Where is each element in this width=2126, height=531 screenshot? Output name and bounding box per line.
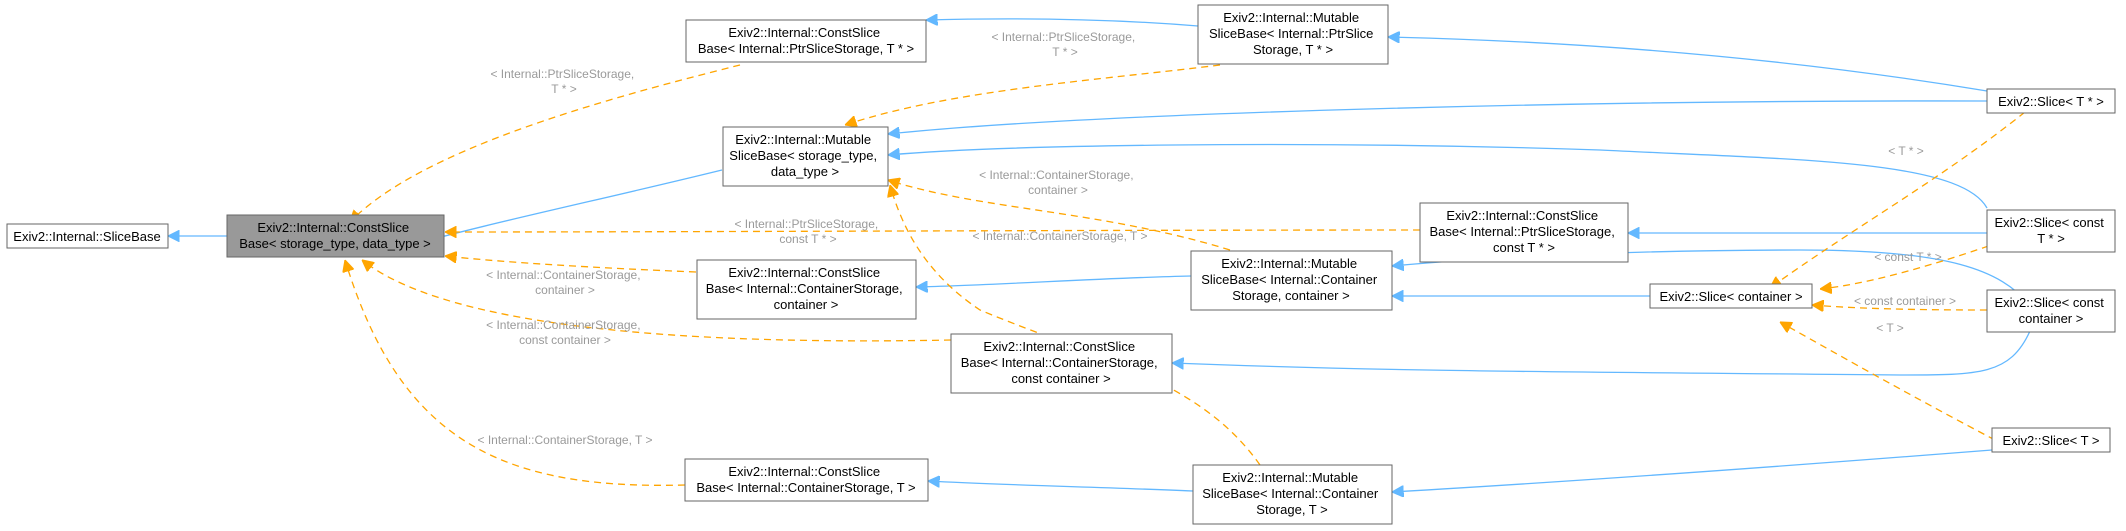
edge-label-ptr-t-to-generic: < Internal::PtrSliceStorage, T * > xyxy=(490,67,637,96)
edge-constslicebase-ptr-t-to-generic xyxy=(350,64,741,222)
edge-label-const-container-to-generic: < Internal::ContainerStorage, const cont… xyxy=(486,318,644,347)
node-slice-t-ptr[interactable]: Exiv2::Slice< T * > xyxy=(1986,88,2116,114)
edge-label-container-t-to-generic: < Internal::ContainerStorage, T > xyxy=(477,433,652,447)
edge-slice-t-ptr-to-mutable-ptr-t xyxy=(1388,37,1988,92)
node-slice-t-label: Exiv2::Slice< T > xyxy=(2002,433,2099,448)
edge-slice-t-to-mutable-container-t xyxy=(1392,449,1993,492)
node-constslicebase-ptr-t-label: Exiv2::Internal::ConstSlice Base< Intern… xyxy=(698,25,914,56)
edge-label-ptr-const-t: < Internal::PtrSliceStorage, const T * > xyxy=(734,217,881,246)
edge-slice-const-container-to-constslicebase-const-container xyxy=(1172,330,2031,376)
edge-label-container-t-to-mutable: < Internal::ContainerStorage, T > xyxy=(972,229,1147,243)
edge-mutable-generic-to-constslicebase-generic xyxy=(397,169,723,249)
edge-mutable-container-to-mutable-generic xyxy=(888,180,1231,251)
node-constslicebase-generic[interactable]: Exiv2::Internal::ConstSlice Base< storag… xyxy=(226,214,445,258)
node-constslicebase-container[interactable]: Exiv2::Internal::ConstSlice Base< Intern… xyxy=(696,259,917,320)
node-constslicebase-container-t[interactable]: Exiv2::Internal::ConstSlice Base< Intern… xyxy=(684,458,929,502)
edge-label-slice-t: < T > xyxy=(1876,321,1904,335)
node-constslicebase-generic-label: Exiv2::Internal::ConstSlice Base< storag… xyxy=(239,220,431,251)
node-mutableslicebase-ptr-t-label: Exiv2::Internal::Mutable SliceBase< Inte… xyxy=(1209,10,1377,57)
edge-label-container-to-generic: < Internal::ContainerStorage, container … xyxy=(486,268,644,297)
node-slice-const-t-ptr[interactable]: Exiv2::Slice< const T * > xyxy=(1986,209,2116,253)
node-constslicebase-const-container[interactable]: Exiv2::Internal::ConstSlice Base< Intern… xyxy=(950,333,1173,394)
node-slice-container-label: Exiv2::Slice< container > xyxy=(1659,289,1802,304)
node-mutableslicebase-generic[interactable]: Exiv2::Internal::Mutable SliceBase< stor… xyxy=(722,126,889,187)
edge-constslicebase-container-to-generic xyxy=(445,256,697,273)
node-constslicebase-container-label: Exiv2::Internal::ConstSlice Base< Intern… xyxy=(706,265,907,312)
edge-slice-t-to-slice-container xyxy=(1780,322,1996,441)
edge-slice-t-ptr-to-mutable-generic xyxy=(888,100,1988,134)
node-slice-container[interactable]: Exiv2::Slice< container > xyxy=(1649,283,1813,309)
node-mutableslicebase-generic-label: Exiv2::Internal::Mutable SliceBase< stor… xyxy=(729,132,880,179)
node-constslicebase-container-t-label: Exiv2::Internal::ConstSlice Base< Intern… xyxy=(696,464,915,495)
node-constslicebase-ptr-t[interactable]: Exiv2::Internal::ConstSlice Base< Intern… xyxy=(685,19,927,63)
node-constslicebase-ptr-const-t[interactable]: Exiv2::Internal::ConstSlice Base< Intern… xyxy=(1419,202,1629,263)
node-mutableslicebase-container[interactable]: Exiv2::Internal::Mutable SliceBase< Inte… xyxy=(1190,250,1393,311)
node-slice-const-container[interactable]: Exiv2::Slice< const container > xyxy=(1986,289,2116,333)
edge-constslicebase-ptr-const-t-to-generic xyxy=(445,230,1421,232)
node-slice-const-t-ptr-label: Exiv2::Slice< const T * > xyxy=(1994,215,2107,246)
edge-label-ptr-t-to-mutable: < Internal::PtrSliceStorage, T * > xyxy=(991,30,1138,59)
edge-slice-const-t-ptr-to-mutable-generic xyxy=(888,143,1988,209)
node-mutableslicebase-container-t[interactable]: Exiv2::Internal::Mutable SliceBase< Inte… xyxy=(1192,464,1393,525)
node-slice-const-container-label: Exiv2::Slice< const container > xyxy=(1994,295,2107,326)
node-constslicebase-const-container-label: Exiv2::Internal::ConstSlice Base< Intern… xyxy=(961,339,1162,386)
node-slice-t-ptr-label: Exiv2::Slice< T * > xyxy=(1998,94,2104,109)
edge-label-slice-const-t-ptr: < const T * > xyxy=(1874,250,1942,264)
edge-label-slice-const-container: < const container > xyxy=(1854,294,1956,308)
edge-slice-t-ptr-to-slice-container xyxy=(1770,111,2026,288)
node-mutableslicebase-ptr-t[interactable]: Exiv2::Internal::Mutable SliceBase< Inte… xyxy=(1197,4,1389,65)
node-mutableslicebase-container-t-label: Exiv2::Internal::Mutable SliceBase< Inte… xyxy=(1202,470,1382,517)
edge-constslicebase-container-t-to-generic xyxy=(345,260,686,486)
node-slicebase[interactable]: Exiv2::Internal::SliceBase xyxy=(6,223,169,249)
edge-constslicebase-container-t-to-mutable-container-t xyxy=(928,481,1194,492)
edge-mutable-ptr-t-to-mutable-generic xyxy=(845,64,1221,125)
edge-slice-const-t-ptr-to-slice-container xyxy=(1820,241,2001,289)
node-slicebase-label: Exiv2::Internal::SliceBase xyxy=(13,229,160,244)
edge-label-container-to-mutable: < Internal::ContainerStorage, container … xyxy=(979,168,1137,197)
node-slice-t[interactable]: Exiv2::Slice< T > xyxy=(1991,427,2111,453)
edge-mutable-container-to-constslicebase-container xyxy=(916,275,1192,287)
edge-mutable-container-t-to-mutable-generic xyxy=(890,185,1261,466)
edge-label-slice-t-ptr: < T * > xyxy=(1888,144,1924,158)
edge-slice-const-container-to-slice-container xyxy=(1812,305,1988,310)
edge-mutable-ptr-t-to-constslicebase-ptr-t xyxy=(926,19,1199,27)
node-constslicebase-ptr-const-t-label: Exiv2::Internal::ConstSlice Base< Intern… xyxy=(1430,208,1619,255)
node-mutableslicebase-container-label: Exiv2::Internal::Mutable SliceBase< Inte… xyxy=(1201,256,1381,303)
